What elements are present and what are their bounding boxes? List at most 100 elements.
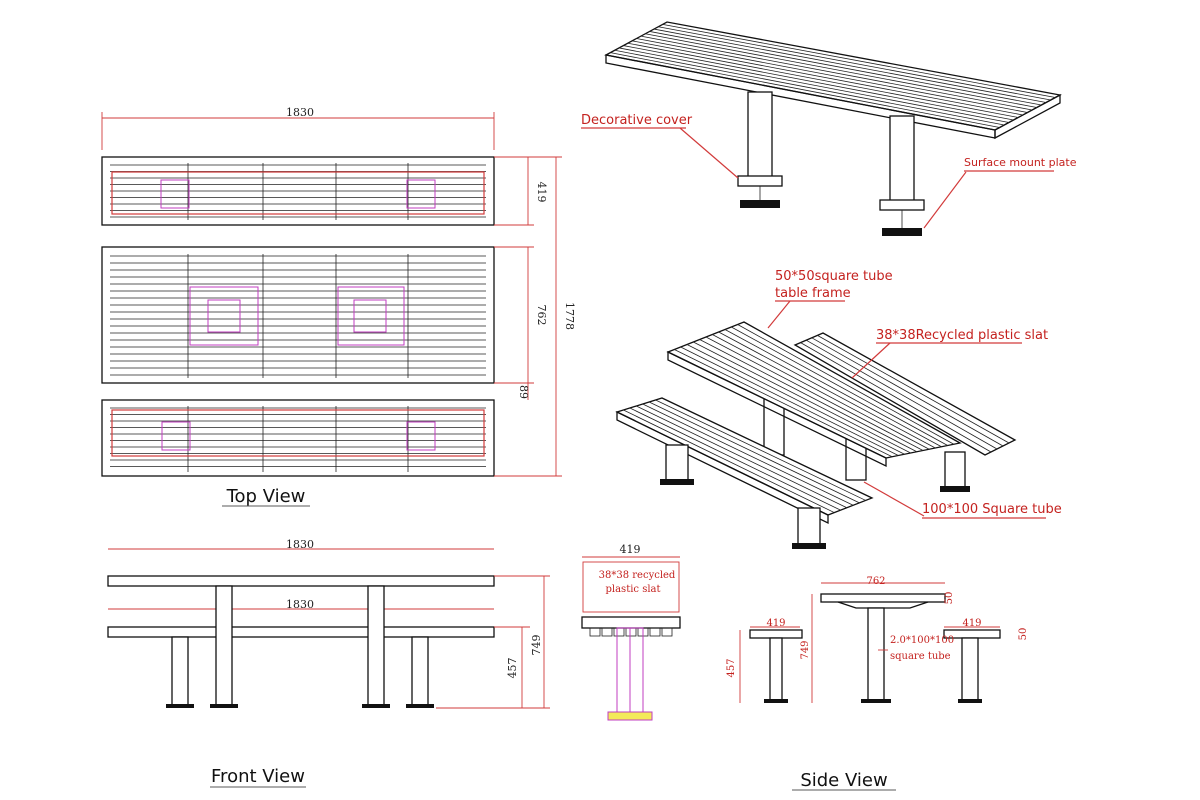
callout-frame-leader [767, 300, 791, 329]
section-note-box [582, 561, 680, 613]
iso-slat [680, 346, 899, 456]
iso-slat [614, 49, 1005, 126]
iso-slat [817, 335, 1010, 444]
side-table-plate [861, 699, 891, 703]
top-table-depth-label: 762 [535, 305, 548, 326]
side-table-height-label: 749 [800, 640, 811, 659]
front-table-leg-left [215, 585, 233, 707]
iso-table-edge-side [994, 93, 1061, 140]
top-bench-1-plate-left [160, 179, 190, 209]
callout-square-tube-leader [863, 481, 925, 517]
iso-slat [636, 405, 848, 509]
front-table-height-label: 749 [530, 635, 543, 656]
side-seat-right-label: 419 [962, 618, 981, 629]
iso-slat [737, 324, 955, 445]
iso-slat [806, 339, 998, 450]
side-seat-left [749, 629, 803, 639]
iso-front-bench-plate-left [660, 479, 694, 485]
callout-square-tube: 100*100 Square tube [922, 502, 1062, 517]
front-plate-2 [210, 704, 238, 708]
top-bench-2-slats [110, 406, 486, 472]
iso-slat [662, 23, 1056, 98]
top-length-label: 1830 [286, 106, 314, 119]
top-table-outline [101, 246, 495, 384]
callout-frame-line1: 50*50square tube [775, 269, 893, 284]
iso-slat [699, 339, 918, 453]
side-table-width-label: 762 [866, 576, 885, 587]
side-view-title: Side View [800, 770, 887, 791]
side-tube-line2: square tube [890, 651, 951, 662]
iso-slat [693, 341, 911, 454]
iso-slat [618, 47, 1010, 123]
section-slat [661, 627, 673, 637]
section-slat [625, 627, 637, 637]
iso-slat [632, 40, 1023, 116]
iso-back-bench-leg [944, 451, 966, 489]
side-seat-right-post [961, 637, 979, 703]
front-seat [107, 626, 495, 638]
isometric-set: 50*50square tube table frame 38*38Recycl… [615, 269, 1062, 549]
iso-cover-left [737, 175, 783, 187]
iso-set-slats [674, 324, 955, 458]
top-table-slats [110, 254, 486, 378]
section-note-line2: plastic slat [606, 584, 661, 595]
callout-frame-line2: table frame [775, 286, 851, 301]
iso-slat [705, 336, 924, 451]
side-table-frame [837, 601, 929, 609]
iso-slat [718, 331, 936, 449]
front-seat-leg-1 [171, 636, 189, 707]
iso-slat [724, 329, 942, 448]
iso-front-bench-plate-right [792, 543, 826, 549]
isometric-table: Decorative cover Surface mount plate [581, 21, 1077, 236]
top-bench-2-outline [101, 399, 495, 477]
section-slat [613, 627, 625, 637]
callout-decorative-cover-leader [679, 127, 739, 179]
iso-slat [636, 38, 1028, 113]
iso-slat [627, 42, 1019, 118]
iso-slat [655, 399, 866, 501]
top-bench-2-plate-right [406, 421, 436, 451]
side-seat-left-plate [764, 699, 788, 703]
callout-decorative-cover: Decorative cover [581, 113, 693, 128]
section-base-plate [607, 711, 653, 721]
section-slats [589, 627, 673, 637]
top-view: 1830 419 762 89 1778 T [101, 106, 576, 507]
front-tabletop [107, 575, 495, 587]
iso-slat [648, 401, 860, 504]
callout-slat-leader [851, 342, 891, 379]
iso-slat [800, 342, 992, 453]
side-seat-height-label: 457 [726, 658, 737, 677]
front-view-title: Front View [211, 766, 305, 787]
front-table-length-label: 1830 [286, 538, 314, 551]
section-note-line1: 38*38 recycled [599, 570, 676, 581]
section-top [581, 616, 681, 629]
iso-slat [731, 326, 948, 446]
top-bench-2-plate-left [161, 421, 191, 451]
iso-leg-left [747, 91, 773, 179]
iso-slat [610, 52, 1000, 128]
top-bench-1-outline [101, 156, 495, 226]
top-bench-1-plate-right [406, 179, 436, 209]
iso-table-slats [610, 23, 1056, 128]
iso-slat [640, 35, 1033, 111]
side-tube-line1: 2.0*100*100 [890, 635, 954, 646]
top-table-plate-left-inner [207, 299, 241, 333]
side-view: 762 50 419 419 50 457 749 2.0*100*100 sq… [726, 576, 1029, 791]
iso-cover-right [879, 199, 925, 211]
iso-slat [623, 409, 835, 513]
front-view: 1830 1830 457 749 Front View [107, 538, 550, 788]
section-width-label: 419 [620, 543, 641, 556]
iso-slat [649, 31, 1042, 106]
iso-back-slats [800, 335, 1010, 453]
iso-set-table-edge [667, 350, 887, 468]
iso-plate-left [740, 200, 780, 208]
top-gap-label: 89 [517, 385, 530, 399]
iso-front-bench-leg-right [797, 507, 821, 547]
section-slat [589, 627, 601, 637]
top-bench-2-frame [111, 409, 485, 457]
front-seat-height-label: 457 [506, 658, 519, 679]
iso-back-bench-plate [940, 486, 970, 492]
top-bench-1-frame [111, 171, 485, 215]
top-view-title: Top View [226, 486, 306, 507]
